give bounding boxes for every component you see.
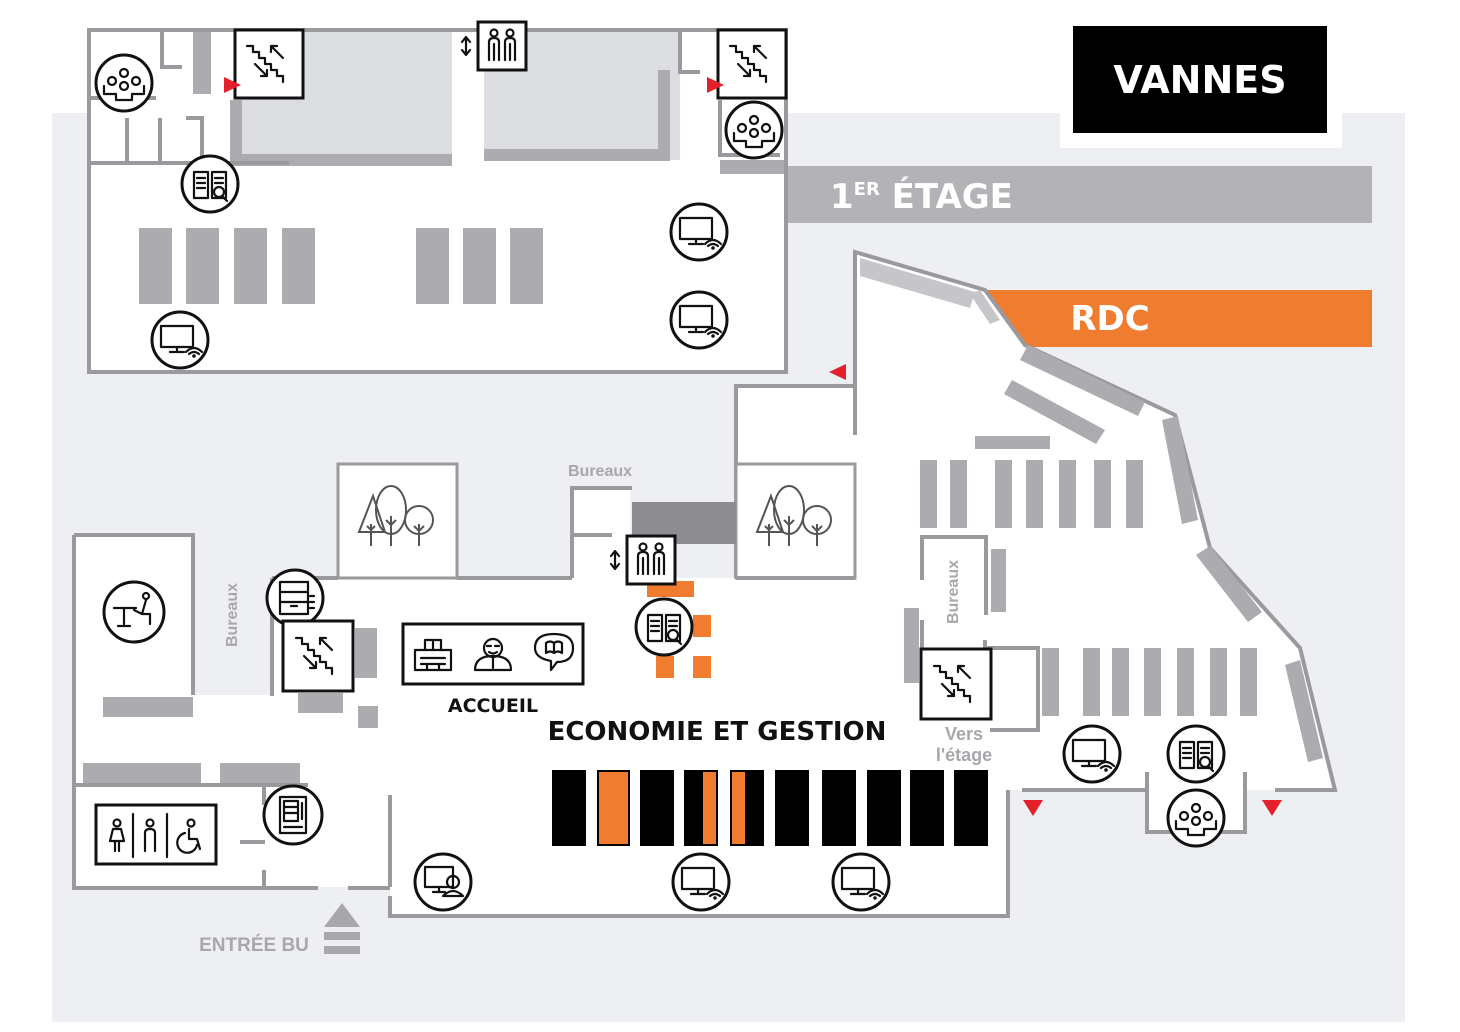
floor-tab-1er-rest: ÉTAGE [880, 176, 1013, 217]
reception-desk[interactable] [401, 622, 585, 686]
bureaux-label-right: Bureaux [945, 560, 962, 624]
photocopier-icon[interactable] [265, 568, 325, 628]
computer-wifi-icon[interactable] [671, 852, 731, 912]
title-box: VANNES [1073, 26, 1327, 133]
elevator-icon[interactable] [609, 534, 677, 586]
computer-wifi-icon[interactable] [669, 290, 729, 350]
exit-arrow-icon [224, 77, 241, 93]
computer-wifi-icon[interactable] [1062, 724, 1122, 784]
toilets-icon[interactable] [94, 803, 218, 866]
ground-floor-area [72, 249, 1338, 918]
bureaux-label-left: Bureaux [224, 583, 241, 647]
catalog-search-icon[interactable] [180, 154, 240, 214]
stairs-icon[interactable] [919, 647, 993, 721]
librarian-icon [473, 637, 513, 672]
map-title: VANNES [1113, 58, 1286, 102]
accueil-label: ACCUEIL [448, 695, 538, 717]
entrance-label: ENTRÉE BU [199, 934, 309, 956]
computer-user-icon[interactable] [413, 852, 473, 912]
ask-librarian-icon [533, 632, 575, 672]
stairs-icon[interactable] [233, 28, 305, 100]
floor-tab-1er-number: 1 [830, 177, 854, 217]
floor-tab-1er-etage[interactable]: 1ER ÉTAGE [787, 166, 1372, 223]
group-work-icon[interactable] [94, 53, 154, 113]
floor-tab-1er-sup: ER [854, 179, 880, 200]
economie-gestion-shelves [552, 770, 988, 846]
floor-tab-rdc[interactable]: RDC [985, 290, 1372, 347]
section-title: ECONOMIE ET GESTION [548, 717, 887, 747]
exit-arrow-icon [1023, 800, 1043, 816]
vers-etage-line1: Vers [945, 724, 983, 744]
svg-text:1ER ÉTAGE: 1ER ÉTAGE [830, 176, 1013, 217]
group-work-icon[interactable] [1166, 788, 1226, 848]
stairs-icon[interactable] [281, 619, 355, 693]
exit-arrow-icon [707, 77, 724, 93]
stairs-icon[interactable] [716, 28, 788, 100]
floor-tab-rdc-label: RDC [1070, 299, 1149, 339]
group-work-icon[interactable] [724, 100, 784, 160]
bureaux-label-center: Bureaux [568, 463, 632, 480]
catalog-search-icon[interactable] [634, 597, 694, 657]
catalog-search-icon[interactable] [1166, 724, 1226, 784]
vers-etage-line2: l'étage [936, 745, 992, 765]
computer-wifi-icon[interactable] [669, 202, 729, 262]
exit-arrow-icon [829, 364, 846, 380]
computer-wifi-icon[interactable] [831, 852, 891, 912]
exit-arrow-icon [1262, 800, 1282, 816]
vending-machine-icon[interactable] [262, 784, 324, 846]
entrance-arrow-icon[interactable] [324, 903, 360, 954]
study-desk-icon[interactable] [102, 580, 166, 644]
library-building-icon [413, 638, 453, 672]
computer-wifi-icon[interactable] [150, 310, 210, 370]
elevator-icon[interactable] [460, 20, 528, 72]
